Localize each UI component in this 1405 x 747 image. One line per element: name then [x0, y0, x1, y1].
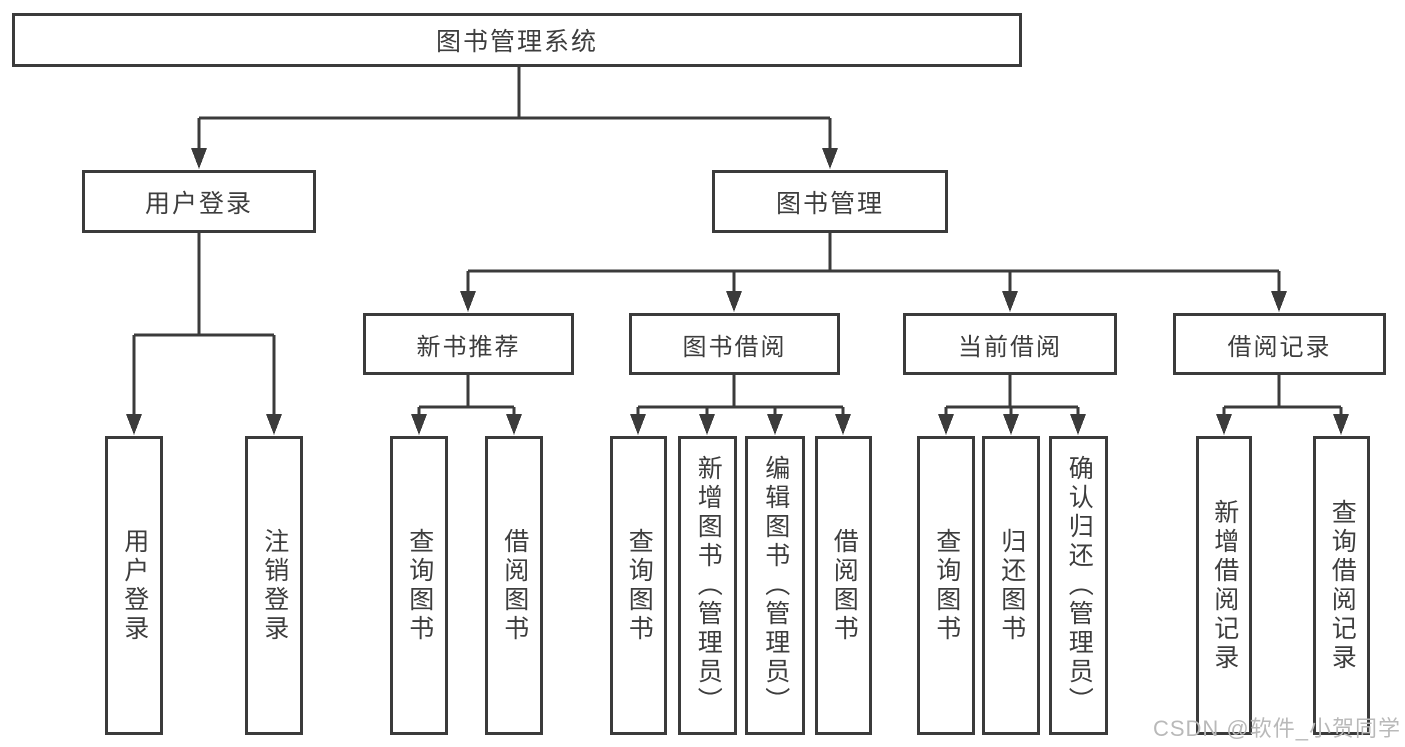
connector-current-borrowing-branch [938, 375, 1086, 435]
connector-new-book-recommend-branch [411, 375, 522, 435]
arrowhead [630, 414, 646, 435]
node-current-borrowing: 当前借阅 [903, 313, 1117, 375]
arrowhead [411, 414, 427, 435]
connector-root-branch [191, 67, 838, 169]
node-library-management-system: 图书管理系统 [12, 13, 1022, 67]
node-label: 归还图书 [997, 527, 1026, 644]
arrowhead [1216, 414, 1232, 435]
node-user-login: 用户登录 [82, 170, 316, 233]
arrowhead [835, 414, 851, 435]
leaf-current-query-books: 查询图书 [917, 436, 975, 735]
leaf-current-confirm-return-admin: 确认归还（管理员） [1049, 436, 1108, 735]
node-label: 新书推荐 [416, 333, 521, 361]
arrowhead [460, 291, 476, 312]
node-label: 查询图书 [932, 527, 961, 644]
node-label: 查询图书 [625, 527, 654, 644]
node-label: 借阅图书 [830, 527, 859, 644]
arrowhead [1002, 291, 1018, 312]
csdn-watermark: CSDN @软件_小贺同学 [1152, 716, 1401, 741]
arrowhead [699, 414, 715, 435]
connector-book-borrowing-branch [630, 375, 851, 435]
arrowhead [938, 414, 954, 435]
leaf-logout: 注销登录 [245, 436, 303, 735]
arrowhead [266, 414, 282, 435]
connector-book-management-branch [460, 233, 1287, 312]
node-book-borrowing: 图书借阅 [629, 313, 840, 375]
node-book-management: 图书管理 [712, 170, 948, 233]
arrowhead [1333, 414, 1349, 435]
leaf-borrowing-edit-books-admin: 编辑图书（管理员） [745, 436, 805, 735]
leaf-user-login: 用户登录 [105, 436, 163, 735]
leaf-current-return-books: 归还图书 [982, 436, 1040, 735]
leaf-records-query-record: 查询借阅记录 [1313, 436, 1370, 735]
arrowhead [1003, 414, 1019, 435]
node-label: 当前借阅 [958, 333, 1062, 361]
arrowhead [1271, 291, 1287, 312]
arrowhead [726, 291, 742, 312]
node-borrowing-records: 借阅记录 [1173, 313, 1386, 375]
node-label: 用户登录 [144, 189, 253, 218]
node-label: 借阅记录 [1227, 333, 1332, 361]
node-label: 用户登录 [120, 527, 149, 644]
arrowhead [126, 414, 142, 435]
leaf-records-add-record: 新增借阅记录 [1196, 436, 1252, 735]
node-label: 新增借阅记录 [1210, 498, 1239, 673]
connector-user-login-branch [126, 233, 282, 435]
node-label: 查询借阅记录 [1328, 498, 1357, 673]
arrowhead [191, 148, 207, 169]
arrowhead [506, 414, 522, 435]
leaf-borrowing-borrow-books: 借阅图书 [815, 436, 872, 735]
node-label: 编辑图书（管理员） [761, 455, 790, 716]
connector-borrowing-records-branch [1216, 375, 1349, 435]
arrowhead [822, 148, 838, 169]
node-label: 借阅图书 [500, 527, 529, 644]
node-label: 图书管理系统 [435, 28, 598, 56]
arrowhead [767, 414, 783, 435]
leaf-recommend-borrow-books: 借阅图书 [485, 436, 543, 735]
leaf-borrowing-add-books-admin: 新增图书（管理员） [678, 436, 737, 735]
node-label: 图书管理 [775, 189, 884, 218]
node-label: 注销登录 [260, 527, 289, 644]
node-label: 确认归还（管理员） [1065, 455, 1094, 716]
leaf-borrowing-query-books: 查询图书 [610, 436, 667, 735]
arrowhead [1070, 414, 1086, 435]
leaf-recommend-query-books: 查询图书 [390, 436, 448, 735]
node-new-book-recommend: 新书推荐 [363, 313, 574, 375]
node-label: 查询图书 [405, 527, 434, 644]
node-label: 图书借阅 [682, 333, 787, 361]
node-label: 新增图书（管理员） [694, 455, 723, 716]
